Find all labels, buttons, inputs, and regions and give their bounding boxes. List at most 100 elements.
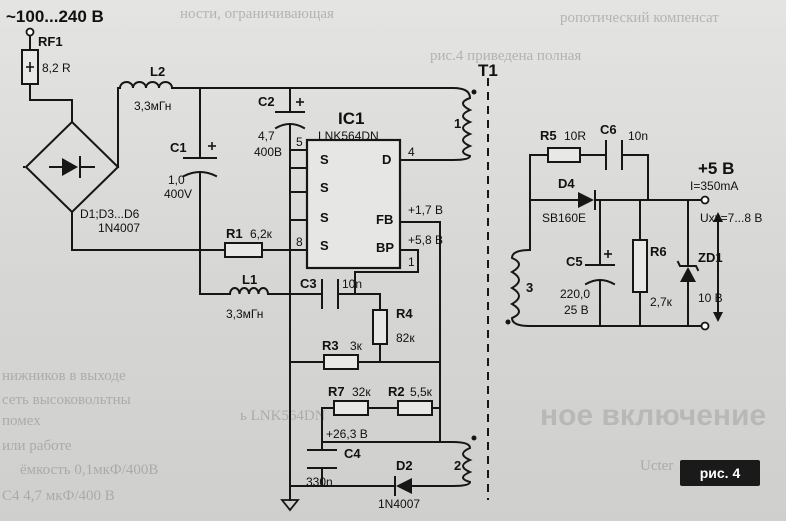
output-voltage: +5 В: [698, 159, 734, 178]
c4-ref: C4: [344, 446, 361, 461]
bp-voltage: +5,8 В: [408, 233, 443, 247]
bg-text: ное включение: [540, 399, 766, 432]
l1-value: 3,3мГн: [226, 307, 263, 321]
background-text: ности, ограничивающая ропотический компе…: [2, 6, 766, 504]
r6-resistor: [632, 239, 648, 293]
c5-value: 220,0: [560, 287, 590, 301]
primary-wiring: [23, 27, 454, 512]
d4-ref: D4: [558, 176, 575, 191]
c5-ref: C5: [566, 254, 583, 269]
r6-ref: R6: [650, 244, 667, 259]
c5-capacitor: [584, 250, 616, 286]
t1-ref: T1: [478, 61, 498, 80]
bg-text: ь LNK564DN: [240, 408, 326, 424]
bg-text: или работе: [2, 438, 72, 454]
c2-value: 4,7: [258, 129, 275, 143]
r3-resistor: [323, 354, 359, 370]
zd1-zener: [676, 260, 700, 282]
fb-voltage: +1,7 В: [408, 203, 443, 217]
r5-resistor: [547, 147, 581, 163]
transformer-t1: [451, 78, 532, 500]
c2-voltage: 400В: [254, 145, 282, 159]
r1-resistor: [224, 242, 263, 258]
c1-voltage: 400V: [164, 187, 192, 201]
bg-text: ропотический компенсат: [560, 10, 719, 26]
rf1-ref: RF1: [38, 34, 63, 49]
ic1-part: LNK564DN: [318, 129, 379, 143]
ic1-pin-s: S: [320, 152, 329, 167]
r6-value: 2,7к: [650, 295, 673, 309]
bg-text: нижников в выходе: [2, 368, 126, 384]
winding-number: 2: [454, 458, 461, 473]
bg-text: рис.4 приведена полная: [430, 48, 581, 64]
l2-ref: L2: [150, 64, 165, 79]
r7-ref: R7: [328, 384, 345, 399]
zd1-ref: ZD1: [698, 250, 723, 265]
l2-value: 3,3мГн: [134, 99, 171, 113]
r1-ref: R1: [226, 226, 243, 241]
bridge-rectifier: [24, 120, 120, 214]
figure-badge: рис. 4: [680, 460, 760, 486]
c6-ref: C6: [600, 122, 617, 137]
c1-capacitor: [182, 142, 218, 178]
d2-diode: [379, 476, 412, 496]
c6-value: 10n: [628, 129, 648, 143]
l1-ref: L1: [242, 272, 257, 287]
r2-value: 5,5к: [410, 385, 433, 399]
c3-value: 10n: [342, 277, 362, 291]
r7-value: 32к: [352, 385, 371, 399]
ic1-pin-d: D: [382, 152, 391, 167]
r4-resistor: [372, 309, 388, 345]
c4-value: 330n: [306, 475, 333, 489]
figure-label: рис. 4: [700, 465, 741, 481]
r3-ref: R3: [322, 338, 339, 353]
r7-resistor: [333, 400, 369, 416]
d2-value: 1N4007: [378, 497, 420, 511]
zd1-value: 10 В: [698, 291, 723, 305]
no-load-voltage: Uхх=7...8 В: [700, 211, 762, 225]
ic1-ref: IC1: [338, 109, 364, 128]
bg-text: С4 4,7 мкФ/400 В: [2, 488, 115, 504]
bg-text: ёмкость 0,1мкФ/400В: [20, 462, 158, 478]
r5-value: 10R: [564, 129, 586, 143]
bg-text: сеть высоковольтны: [2, 392, 131, 408]
winding-number: 1: [454, 116, 461, 131]
bg-text: Ucter: [640, 458, 673, 474]
ic1-pin-s: S: [320, 180, 329, 195]
r2-ref: R2: [388, 384, 405, 399]
r5-ref: R5: [540, 128, 557, 143]
r4-ref: R4: [396, 306, 413, 321]
c1-ref: C1: [170, 140, 187, 155]
bridge-part: 1N4007: [98, 221, 140, 235]
d2-ref: D2: [396, 458, 413, 473]
d4-diode: [578, 190, 596, 210]
c4-capacitor: [307, 449, 337, 469]
aux-voltage: +26,3 В: [326, 427, 368, 441]
c5-voltage: 25 В: [564, 303, 589, 317]
ic1-pin-s: S: [320, 238, 329, 253]
bridge-ref: D1;D3...D6: [80, 207, 140, 221]
ic1-pin-s: S: [320, 210, 329, 225]
c3-capacitor: [321, 279, 339, 309]
c2-ref: C2: [258, 94, 275, 109]
l1-inductor: [228, 287, 270, 296]
c3-ref: C3: [300, 276, 317, 291]
ic1-pin-number: 4: [408, 145, 415, 159]
bg-text: помех: [2, 413, 41, 429]
rf1-value: 8,2 R: [42, 61, 71, 75]
r3-value: 3к: [350, 339, 363, 353]
d4-value: SB160E: [542, 211, 586, 225]
output-arrow: [713, 212, 723, 322]
output-current: I=350mA: [690, 179, 738, 193]
mains-voltage-label: ~100...240 В: [6, 7, 104, 26]
c2-capacitor: [274, 98, 306, 130]
ic1-pin-bp: BP: [376, 240, 394, 255]
r1-value: 6,2к: [250, 227, 273, 241]
labels: ~100...240 В RF1 8,2 R L2 3,3мГн C1 1,0 …: [6, 7, 762, 511]
secondary-wiring: [529, 154, 710, 331]
c1-value: 1,0: [168, 173, 185, 187]
l2-inductor: [118, 81, 174, 90]
winding-number: 3: [526, 280, 533, 295]
